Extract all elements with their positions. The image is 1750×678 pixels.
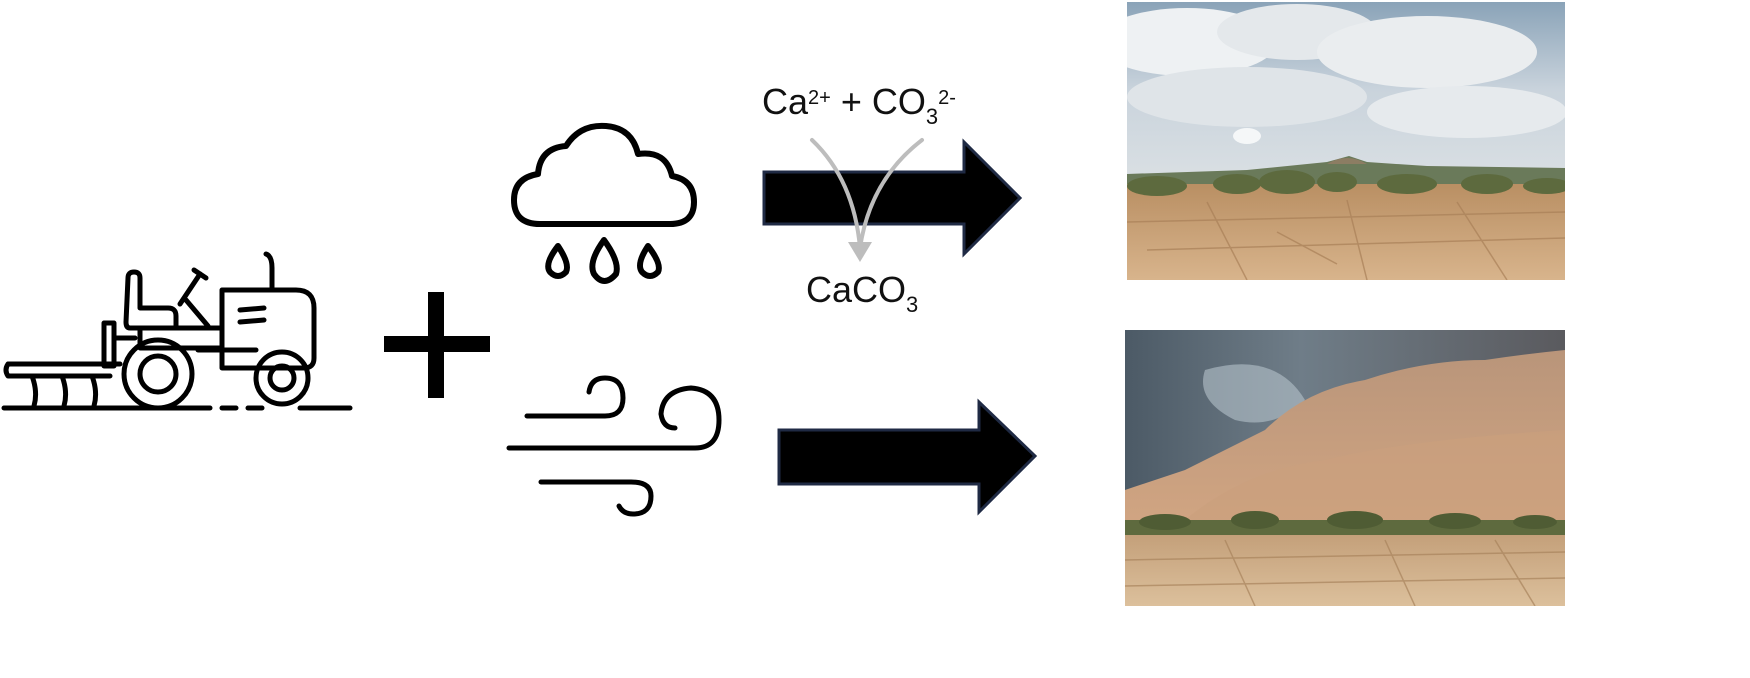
wind-icon [506,375,722,517]
reaction-product: CaCO3 [806,269,919,317]
arrow-to-dust [777,398,1038,516]
arrow-to-crust [762,138,1023,258]
crusted-soil-photo [1127,2,1565,280]
rain-cloud-icon [511,122,697,284]
carbonate-ion: CO32- [871,81,956,129]
dust-storm-photo [1125,330,1565,606]
plus-sign: + [840,81,862,122]
reaction-arrows [810,138,924,262]
reaction-reactants: Ca2+ + CO32- [762,81,956,129]
plus-icon [384,292,490,398]
tractor-icon [1,251,353,411]
calcium-ion: Ca2+ [762,81,831,122]
